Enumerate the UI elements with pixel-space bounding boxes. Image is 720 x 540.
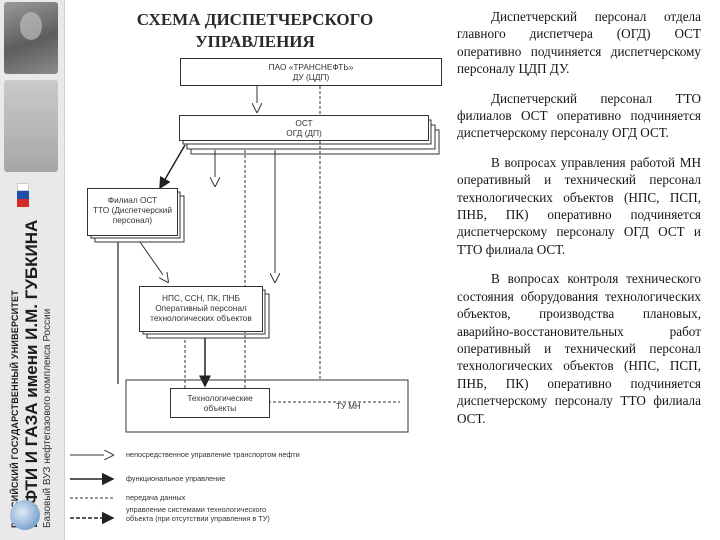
tu-mn-frame (125, 379, 409, 433)
box-tech-objects: Технологические объекты (170, 388, 270, 418)
description-text: Диспетчерский персонал отдела главного д… (457, 8, 701, 439)
legend-text-functional: функциональное управление (126, 474, 226, 483)
slide-title-line1: СХЕМА ДИСПЕТЧЕРСКОГО (136, 10, 374, 29)
box-tech-line2: объекты (203, 403, 237, 413)
link-functional-ost-filial (159, 144, 186, 190)
box-nps-line1: НПС, ССН, ПК, ПНБ (162, 293, 240, 303)
label-tu-mn: ТУ МН (336, 402, 361, 411)
paragraph-ogd: Диспетчерский персонал отдела главного д… (457, 9, 701, 77)
university-sidebar: РОССИЙСКИЙ ГОСУДАРСТВЕННЫЙ УНИВЕРСИТЕТ Н… (0, 0, 65, 540)
box-pao-line1: ПАО «ТРАНСНЕФТЬ» (268, 62, 354, 72)
oil-workers-sculpture (4, 80, 58, 172)
slide-title: СХЕМА ДИСПЕТЧЕРСКОГО УПРАВЛЕНИЯ (120, 9, 390, 53)
box-filial-line1: Филиал ОСТ (107, 195, 158, 205)
box-filial-line2: ТТО (Диспетчерский (93, 205, 172, 215)
russian-flag-icon (17, 183, 29, 207)
legend-text-direct-control: непосредственное управление транспортом … (126, 450, 300, 459)
paragraph-tto: Диспетчерский персонал ТТО филиалов ОСТ … (457, 90, 701, 141)
flag-stripe-white (17, 183, 29, 191)
box-ost: ОСТ ОГД (ДП) (179, 115, 429, 141)
box-nps: НПС, ССН, ПК, ПНБ Оперативный персонал т… (139, 286, 263, 332)
link-filial-to-nps (139, 241, 168, 282)
legend-text-system-control-line1: управление системами технологического (126, 505, 267, 514)
box-ost-line1: ОСТ (295, 118, 313, 128)
box-filial: Филиал ОСТ ТТО (Диспетчерский персонал) (87, 188, 178, 236)
box-pao-line2: ДУ (ЦДП) (292, 72, 330, 82)
box-pao-transneft: ПАО «ТРАНСНЕФТЬ» ДУ (ЦДП) (180, 58, 442, 86)
box-nps-line3: технологических объектов (150, 313, 252, 323)
legend-text-system-control-line2: объекта (при отсутствии управления в ТУ) (126, 514, 270, 523)
legend-text-system-control: управление системами технологического об… (126, 505, 270, 523)
legend-text-data-transfer: передача данных (126, 493, 186, 502)
slide-title-line2: УПРАВЛЕНИЯ (195, 32, 315, 51)
box-filial-line3: персонал) (112, 215, 153, 225)
box-nps-line2: Оперативный персонал (155, 303, 247, 313)
globe-logo-icon (10, 500, 40, 530)
gubkin-portrait (4, 2, 58, 74)
flag-stripe-red (17, 199, 29, 207)
paragraph-technical-control: В вопросах контроля технического состоян… (457, 271, 701, 426)
flag-stripe-blue (17, 191, 29, 199)
box-ost-line2: ОГД (ДП) (286, 128, 322, 138)
paragraph-mn-control: В вопросах управления работой МН операти… (457, 154, 701, 257)
box-tech-line1: Технологические (187, 393, 253, 403)
